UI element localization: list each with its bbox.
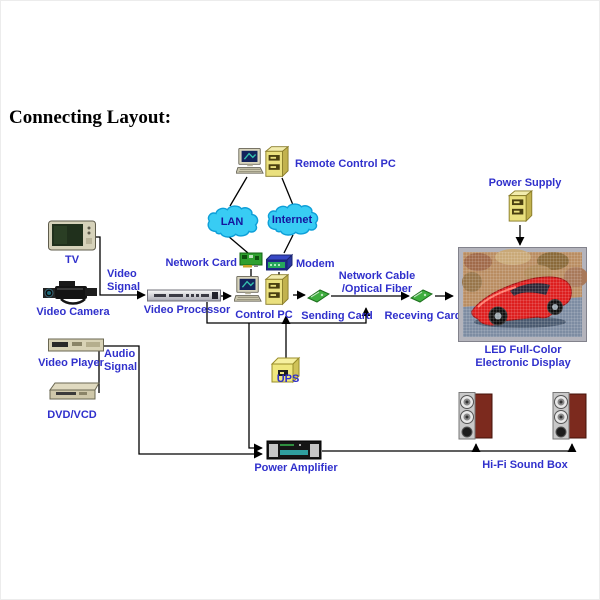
remote-control-pc-label: Remote Control PC — [295, 158, 396, 170]
control-pc-computer-icon — [234, 275, 262, 305]
remote-pc-computer-icon — [236, 147, 264, 177]
ups-label: UPS — [276, 373, 300, 385]
modem-icon — [266, 253, 293, 272]
lan-label: LAN — [220, 216, 244, 228]
tv-icon — [48, 220, 96, 252]
video-player-icon — [48, 337, 104, 353]
control-pc-label: Control PC — [235, 309, 293, 321]
video-processor-icon — [147, 289, 221, 302]
network-card-label: Network Card — [165, 257, 237, 269]
power-supply-label: Power Supply — [488, 177, 562, 189]
speaker-right-icon — [550, 392, 587, 441]
led-display — [458, 247, 588, 342]
audio-signal-label: Audio Signal — [104, 348, 138, 373]
page-title: Connecting Layout: — [9, 107, 172, 128]
video-player-label: Video Player — [38, 357, 104, 369]
network-card-icon — [239, 251, 263, 269]
network-cable-label: Network Cable /Optical Fiber — [338, 270, 416, 295]
speaker-left-icon — [456, 392, 493, 441]
internet-label: Internet — [271, 214, 313, 226]
receving-card-label: Receving Card — [384, 310, 462, 322]
modem-label: Modem — [296, 258, 335, 270]
sending-card-label: Sending Card — [301, 310, 373, 322]
ups-icon — [270, 356, 301, 384]
dvd-vcd-icon — [49, 381, 101, 402]
video-camera-icon — [41, 279, 101, 306]
hifi-sound-box-label: Hi-Fi Sound Box — [482, 459, 568, 471]
led-display-label: LED Full-Color Electronic Display — [475, 344, 571, 369]
control-pc-tower-icon — [264, 273, 289, 306]
power-amplifier-icon — [266, 438, 322, 461]
power-supply-icon — [507, 190, 533, 222]
video-camera-label: Video Camera — [36, 306, 110, 318]
receving-card-icon — [410, 288, 433, 303]
power-amplifier-label: Power Amplifier — [254, 462, 338, 474]
dvd-vcd-label: DVD/VCD — [47, 409, 97, 421]
remote-pc-tower-icon — [264, 145, 289, 178]
video-signal-label: Video Signal — [107, 268, 141, 293]
tv-label: TV — [64, 254, 80, 266]
video-processor-label: Video Processor — [143, 304, 231, 316]
